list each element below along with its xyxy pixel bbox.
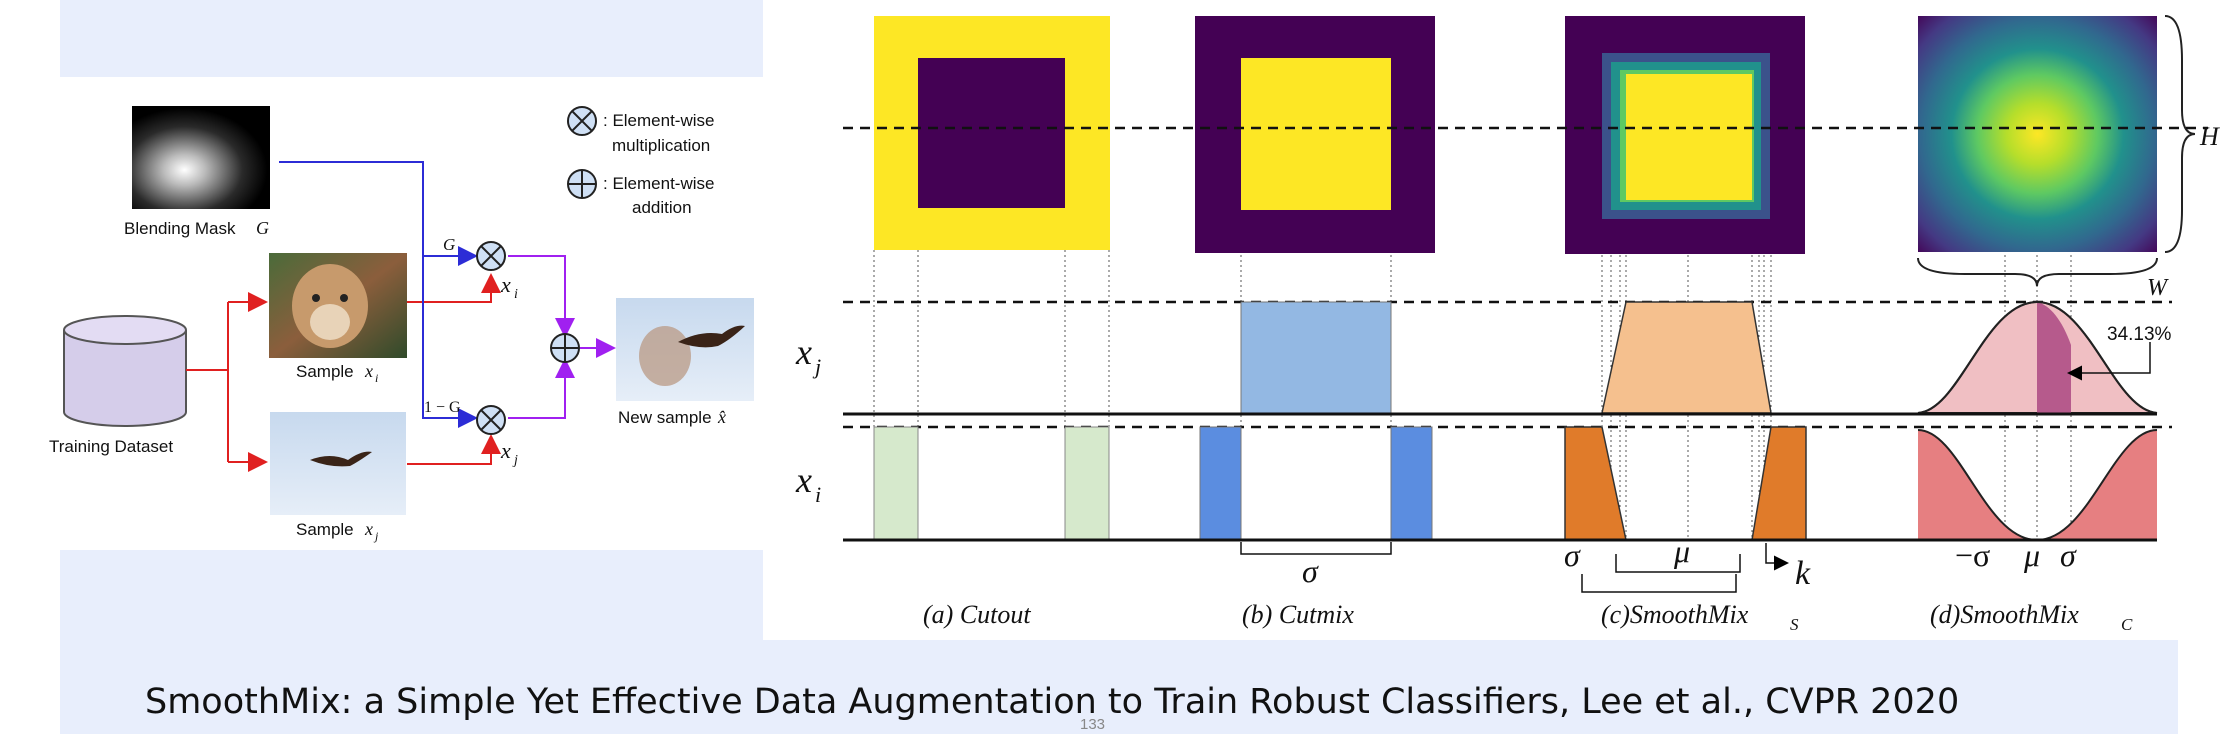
dotted-guides: [873, 210, 2072, 540]
cutmix-xj-block: [1240, 301, 1392, 416]
h-brace: [2164, 15, 2196, 253]
sample-xj-image: [270, 412, 406, 515]
legend-mult-line1: : Element-wise: [603, 111, 714, 130]
cutout-mask: [874, 16, 1110, 250]
sample-xi-var: x: [364, 361, 373, 381]
add-node: [550, 333, 580, 363]
blending-mask: [132, 106, 270, 209]
multiply-node-top: [476, 241, 506, 271]
smoothmix-c-sigma: σ: [2060, 537, 2077, 573]
cutmix-xi-blocks: [1199, 426, 1433, 541]
left-bottom-band: [60, 550, 763, 734]
smoothmix-sigma: σ: [1564, 537, 1581, 573]
subcaption-cutout: (a) Cutout: [923, 600, 1031, 629]
smoothmix-c-mask: [1918, 16, 2157, 252]
subcaption-cutmix: (b) Cutmix: [1242, 600, 1354, 629]
training-dataset-cylinder: [63, 315, 187, 427]
new-sample-label: New sample: [618, 408, 712, 427]
page-number: 133: [1080, 716, 1106, 733]
xi-node-var: x: [500, 272, 511, 297]
new-sample-var: x̂: [717, 407, 726, 427]
smoothmix-c-xj-gaussian: [1917, 300, 2158, 414]
xj-node-var: x: [500, 438, 511, 463]
training-dataset-label: Training Dataset: [49, 437, 173, 456]
w-label: W: [2147, 275, 2169, 301]
w-brace: [1917, 257, 2158, 287]
row-label-xj-sub: j: [812, 354, 821, 379]
legend-multiply-icon: [567, 106, 597, 136]
legend-add-line2: addition: [632, 198, 692, 217]
row-label-xi-sub: i: [815, 482, 821, 507]
sample-xj-sub: j: [373, 529, 379, 543]
sample-xj-var: x: [364, 519, 373, 539]
smoothmix-xi-blocks: [1564, 426, 1807, 541]
caption-band: [763, 640, 2178, 734]
blending-mask-label: Blending Mask: [124, 219, 236, 238]
cutmix-mask: [1195, 16, 1435, 253]
subcaption-smoothmix-c-sub: C: [2121, 615, 2133, 634]
row-label-xj: x: [795, 332, 812, 372]
cutmix-sigma-bracket: [1240, 542, 1392, 555]
xi-node-sub: i: [514, 287, 518, 302]
smoothmix-mu: μ: [1673, 533, 1690, 569]
blending-mask-var: G: [256, 218, 269, 238]
sample-xi-image: [269, 253, 407, 358]
sample-xi-label: Sample: [296, 362, 354, 381]
percent-label: 34.13%: [2107, 324, 2172, 345]
smoothmix-xj-trapezoid: [1601, 301, 1772, 414]
smoothmix-s-mask: [1565, 16, 1805, 254]
g-label: G: [443, 235, 455, 254]
h-label: H: [2199, 122, 2220, 151]
left-top-band: [60, 0, 763, 77]
row-label-xi: x: [795, 460, 812, 500]
legend-add-line1: : Element-wise: [603, 174, 714, 193]
violet-arrows: [508, 255, 616, 419]
smoothmix-k: k: [1795, 555, 1811, 592]
smoothmix-c-mu: μ: [2023, 537, 2040, 573]
subcaption-smoothmix-c: (d)SmoothMix: [1930, 600, 2079, 629]
blue-arrows: [279, 161, 478, 428]
legend-add-icon: [567, 169, 597, 199]
subcaption-smoothmix-s: (c)SmoothMix: [1601, 600, 1749, 629]
smoothmix-c-neg-sigma: −σ: [1955, 537, 1990, 573]
cutmix-sigma: σ: [1302, 553, 1319, 589]
red-arrows: [186, 273, 501, 472]
smoothmix-annotation-brackets: [1581, 543, 1789, 593]
xj-node-sub: j: [512, 453, 518, 468]
cutout-xi-blocks: [873, 426, 1110, 541]
slide-caption: SmoothMix: a Simple Yet Effective Data A…: [145, 682, 1960, 722]
new-sample-image: [616, 298, 754, 401]
one-minus-g-label: 1 − G: [424, 399, 461, 416]
percent-arrow: [2067, 342, 2151, 381]
sample-xj-label: Sample: [296, 520, 354, 539]
sample-xi-sub: i: [375, 371, 378, 385]
multiply-node-bottom: [476, 405, 506, 435]
legend-mult-line2: multiplication: [612, 136, 710, 155]
subcaption-smoothmix-s-sub: S: [1790, 615, 1799, 634]
